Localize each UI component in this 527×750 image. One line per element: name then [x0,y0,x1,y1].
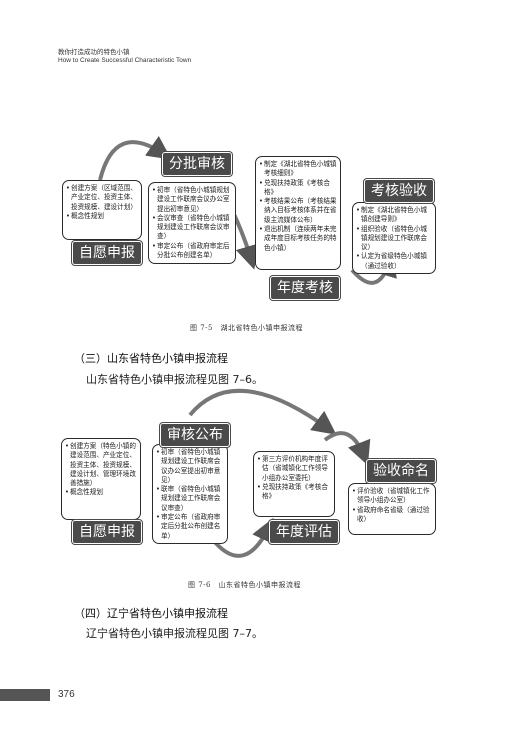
list-item: 省政府命名省级（通过验收） [352,506,432,525]
fig1-box-accept: 制定《湖北省特色小城镇创建导则》组织验收（省特色小城镇规划建设工作联席会议）认定… [352,202,436,274]
fig1-label-apply: 自愿申报 [72,241,142,265]
list-item: 第三方评价机构年度评估（省城镇化工作领导小组办公室委托） [257,455,331,483]
list-item: 兑现扶持政策《考核合格》 [257,483,331,502]
section-heading-shandong: （三）山东省特色小镇申报流程 [74,352,228,365]
figure-caption-7-6: 图 7-6 山东省特色小镇申报流程 [188,581,301,589]
list-item: 认定为省级特色小城镇（通过验收） [356,252,432,271]
fig2-box-accept: 评价验收（省城镇化工作领导小组办公室）省政府命名省级（通过验收） [348,483,436,535]
section-text-shandong: 山东省特色小镇申报流程见图 7–6。 [86,373,263,386]
list-item: 考核结果公布（考核结果纳入目标考核体系并在省级主流媒体公布） [259,197,337,225]
fig1-label-accept: 考核验收 [364,179,434,203]
list-item: 创建方案（区域范围、产业定位、投资主体、投资规模、建设计划） [66,184,138,212]
page-number-bar [0,689,50,701]
fig1-label-review: 分批审核 [162,152,232,176]
fig1-box-review: 初审（省特色小城镇规划建设工作联席会议办公室提出初审意见）会议审查（省特色小城镇… [148,182,236,264]
list-item: 组织验收（省特色小城镇规划建设工作联席会议） [356,225,432,253]
running-header-en: How to Create Successful Characteristic … [58,57,192,64]
list-item: 兑现扶持政策《考核合格》 [259,179,337,198]
fig2-box-apply: 创建方案（特色小镇的建设范围、产业定位、投资主体、投资规模、建设计划、管理环境改… [61,438,141,520]
list-item: 概念性规划 [66,212,138,222]
list-item: 制定《湖北省特色小城镇创建导则》 [356,206,432,225]
fig1-arrow-1 [98,135,172,181]
running-header-cn: 教你打造成功的特色小镇 [58,48,130,56]
section-heading-liaoning: （四）辽宁省特色小镇申报流程 [74,607,228,620]
list-item: 制定《湖北省特色小城镇考核细则》 [259,160,337,179]
fig2-label-review: 审核公布 [160,423,230,447]
list-item: 会议审查（省特色小城镇规划建设工作联席会议审查） [152,214,232,242]
fig2-box-annual: 第三方评价机构年度评估（省城镇化工作领导小组办公室委托）兑现扶持政策《考核合格》 [253,451,335,517]
fig2-label-annual: 年度评估 [269,520,339,544]
list-item: 审定公布（省政府审定后分批公布创建名单） [152,242,232,261]
section-text-liaoning: 辽宁省特色小镇申报流程见图 7–7。 [86,627,263,640]
list-item: 概念性规划 [65,488,137,498]
fig2-label-apply: 自愿申报 [72,520,142,544]
fig1-label-annual: 年度考核 [270,276,340,300]
fig2-arrow-3 [323,431,371,466]
page-number: 376 [58,689,75,700]
fig2-label-accept: 验收命名 [366,459,436,483]
list-item: 创建方案（特色小镇的建设范围、产业定位、投资主体、投资规模、建设计划、管理环境改… [65,442,137,488]
fig2-box-review: 初审（省特色小城镇规划建设工作联席会议办公室提出初审意见）联审（省特色小城镇规划… [152,444,228,544]
list-item: 审定公布（省政府审定后分批公布创建名单） [156,513,224,541]
figure-caption-7-5: 图 7-5 湖北省特色小镇申报流程 [190,324,303,332]
list-item: 评价验收（省城镇化工作领导小组办公室） [352,487,432,506]
fig1-box-annual: 制定《湖北省特色小城镇考核细则》兑现扶持政策《考核合格》考核结果公布（考核结果纳… [255,156,341,270]
list-item: 初审（省特色小城镇规划建设工作联席会议办公室提出初审意见） [156,448,224,485]
fig2-arrow-1 [188,388,337,435]
fig2-arrow-2 [211,517,275,558]
list-item: 联审（省特色小城镇规划建设工作联席会议审查） [156,485,224,513]
list-item: 退出机制（连续两年未完成年度目标考核任务的特色小镇） [259,225,337,253]
list-item: 初审（省特色小城镇规划建设工作联席会议办公室提出初审意见） [152,186,232,214]
fig1-box-apply: 创建方案（区域范围、产业定位、投资主体、投资规模、建设计划）概念性规划 [62,180,142,240]
